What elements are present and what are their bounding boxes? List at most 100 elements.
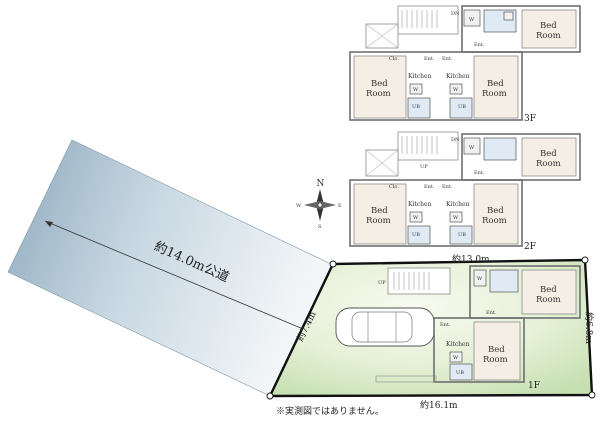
ent-label-b-2f: Ent. [442,184,453,190]
room-label-west-2f: Room [366,216,391,226]
ub-label-a-2f: UB [412,232,420,238]
bed-label-east-1f: Bed [540,285,557,295]
wm-label-a-3f: W [413,87,419,93]
room-label-east-3f: Room [536,31,561,41]
ent-label-b-3f: Ent. [442,56,453,62]
compass-s: S [318,224,322,230]
unit-east-1f [469,265,581,319]
wm-1f [449,351,463,363]
approach-path [375,375,437,383]
room-label-mid-3f: Room [482,89,507,99]
ent-label-a-2f: Ent. [424,184,435,190]
floor-label-1f: 1F [528,381,540,391]
road-width-line [44,220,309,332]
ent-label-east-3f: Ent. [474,42,485,48]
ub-label-a-3f: UB [412,104,420,110]
kitchen-label-a-2f: Kitchen [408,201,432,208]
ub-label-1f: UB [456,370,464,376]
ent-label-a-3f: Ent. [424,56,435,62]
wm-label-b-2f: W [453,215,459,221]
units-3f [349,51,523,121]
units-2f [349,179,523,247]
unitbath-b-3f [449,97,473,119]
bedroom-west-2f [353,183,407,245]
compass-n: N [317,179,325,189]
clo-label-2f: Clo. [389,184,399,190]
stair-hall-3f [397,5,459,35]
bed-label-mid-3f: Bed [487,79,504,89]
dim-top: 約13.0m [452,253,490,265]
wm-b-3f [449,83,463,95]
bedroom-mid-3f [473,55,519,119]
unitbath-a-2f [407,225,431,245]
unitbath-1f [449,363,473,381]
ent-label-east-1f: Ent. [486,310,497,316]
ub-label-b-3f: UB [458,104,466,110]
unitbath-east-1f [489,269,519,293]
compass: N S E W [296,179,342,230]
kitchen-label-a-3f: Kitchen [408,73,432,80]
up-label-2f: UP [420,164,428,170]
bed-label-west-2f: Bed [371,206,388,216]
wm-a-2f [409,211,423,223]
wm-label-east-3f: W [469,17,475,23]
unitbath-b-2f [449,225,473,245]
wm-label-east-1f: W [477,276,483,282]
room-label-east-1f: Room [536,295,561,305]
bed-label-west-3f: Bed [371,79,388,89]
bedroom-mid-2f [473,183,519,245]
toilet-east-3f [503,11,514,21]
units-1f [433,317,525,383]
unitbath-east-2f [483,137,517,161]
wm-east-3f [463,9,481,27]
bedroom-east-1f [521,269,577,315]
public-road [7,139,336,397]
floor-2f: UP DN Bed Room W Ent. Bed Room Bed Room … [349,131,581,252]
dn-label-3f: DN [451,11,460,17]
room-label-west-3f: Room [366,89,391,99]
parking-car [335,307,435,347]
kitchen-label-1f: Kitchen [446,341,470,348]
wm-label-a-2f: W [413,215,419,221]
room-label-mid-1f: Room [483,355,508,365]
bedroom-east-2f [521,137,577,177]
compass-e: E [338,203,342,209]
wm-east-2f [463,137,481,155]
stair-hall-2f [397,131,459,161]
up-label-1f: UP [378,280,386,286]
wm-b-2f [449,211,463,223]
ent-label-a-1f: Ent. [440,322,451,328]
room-label-mid-2f: Room [482,216,507,226]
bed-label-east-3f: Bed [540,21,557,31]
bedroom-mid-1f [473,321,521,381]
kitchen-label-b-2f: Kitchen [446,201,470,208]
floor-3f: DN Bed Room Ent. W Bed Room Bed Room Clo… [349,5,581,124]
corner-se [588,391,596,399]
wm-label-1f: W [453,355,459,361]
wm-a-3f [409,83,423,95]
corner-nw [329,260,337,268]
kitchen-label-b-3f: Kitchen [446,73,470,80]
room-label-east-2f: Room [536,159,561,169]
bed-label-mid-1f: Bed [488,345,505,355]
corner-ne [581,256,589,264]
dn-label-2f: DN [451,137,460,143]
ent-label-east-2f: Ent. [474,170,485,176]
unitbath-a-3f [407,97,431,119]
corner-sw [266,392,274,400]
wm-label-b-3f: W [453,87,459,93]
road-arrow-left [45,221,53,227]
lot-1f: UP Bed Room W Ent. Bed Room Ent. Kitchen… [266,256,596,400]
bedroom-east-3f [521,9,577,49]
wm-label-east-2f: W [469,145,475,151]
clo-label-3f: Clo. [389,56,399,62]
dim-right: 約6.8m [583,312,595,344]
ub-label-b-2f: UB [458,232,466,238]
floor-label-3f: 3F [524,114,536,124]
bed-label-mid-2f: Bed [487,206,504,216]
footnote: ※実測図ではありません。 [276,405,384,417]
compass-w: W [296,203,302,209]
bedroom-west-3f [353,55,407,119]
